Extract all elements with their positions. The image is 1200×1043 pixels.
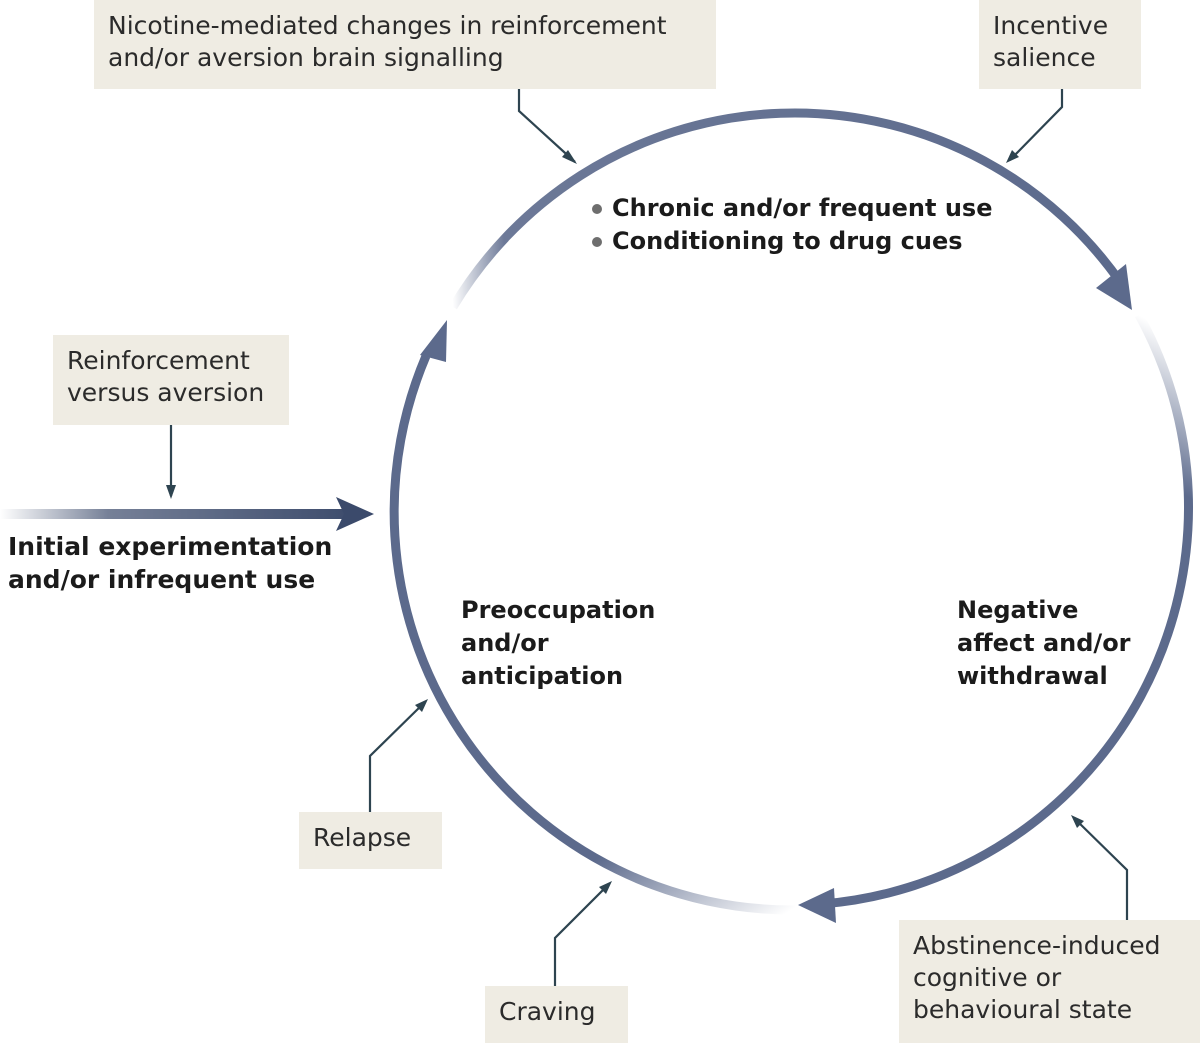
- stage-negative-line-2: affect and/or: [957, 629, 1131, 657]
- box-craving-line-1: Craving: [499, 997, 596, 1026]
- connector-incentive-arrowhead: [1006, 150, 1019, 163]
- box-incentive-salience: Incentive salience: [979, 0, 1141, 89]
- box-reinforcement-line-2: versus aversion: [67, 378, 265, 407]
- box-abstinence-line-3: behavioural state: [913, 995, 1133, 1024]
- connector-abstinence-arrowhead: [1071, 815, 1084, 828]
- bullet-dot: [592, 236, 602, 247]
- box-abstinence-state: Abstinence-induced cognitive or behaviou…: [899, 920, 1200, 1043]
- bullet-dot: [592, 203, 602, 214]
- connector-reinforcement-arrowhead: [166, 485, 176, 499]
- box-incentive-line-2: salience: [993, 43, 1096, 72]
- cycle-arrowhead-left: [420, 320, 447, 362]
- connector-incentive: [1009, 89, 1064, 161]
- bullet-text-chronic: Chronic and/or frequent use: [612, 194, 993, 222]
- cycle-arc-right: [821, 312, 1194, 909]
- entry-label-line-2: and/or infrequent use: [8, 565, 316, 594]
- cycle-arrowhead-bottom: [798, 888, 836, 923]
- stage-negative-line-1: Negative: [957, 596, 1079, 624]
- stage-preoccupation-line-2: and/or: [461, 629, 549, 657]
- box-relapse: Relapse: [299, 812, 442, 869]
- stage-negative-line-3: withdrawal: [957, 662, 1108, 690]
- connector-relapse-arrowhead: [415, 699, 428, 712]
- stage-preoccupation-line-1: Preoccupation: [461, 596, 656, 624]
- bullet-text-conditioning: Conditioning to drug cues: [612, 227, 963, 255]
- cycle-top-bullets: Chronic and/or frequent use Conditioning…: [592, 192, 992, 258]
- bullet-item-conditioning: Conditioning to drug cues: [592, 225, 992, 258]
- entry-label-line-1: Initial experimentation: [8, 532, 333, 561]
- cycle-arc-top: [449, 108, 1125, 310]
- connector-abstinence: [1073, 817, 1129, 920]
- box-nicotine-line-2: and/or aversion brain signalling: [108, 43, 504, 72]
- cycle-arc-left: [389, 354, 796, 915]
- box-nicotine-signalling: Nicotine-mediated changes in reinforceme…: [94, 0, 716, 89]
- box-reinforcement-aversion: Reinforcement versus aversion: [53, 335, 289, 425]
- box-reinforcement-line-1: Reinforcement: [67, 346, 250, 375]
- entry-arrow-shaft: [0, 509, 348, 519]
- box-abstinence-line-1: Abstinence-induced: [913, 931, 1161, 960]
- cycle-arrowhead-top-right: [1096, 264, 1132, 310]
- connector-nicotine-arrowhead: [562, 150, 577, 164]
- entry-arrowhead: [336, 497, 374, 531]
- stage-preoccupation: Preoccupation and/or anticipation: [461, 594, 655, 693]
- connector-nicotine: [517, 89, 576, 163]
- box-craving: Craving: [485, 986, 628, 1043]
- connector-relapse: [368, 701, 426, 812]
- bullet-item-chronic: Chronic and/or frequent use: [592, 192, 992, 225]
- box-incentive-line-1: Incentive: [993, 11, 1109, 40]
- stage-preoccupation-line-3: anticipation: [461, 662, 624, 690]
- connector-craving: [553, 883, 610, 986]
- box-relapse-line-1: Relapse: [313, 823, 412, 852]
- connector-craving-arrowhead: [599, 881, 612, 894]
- entry-label: Initial experimentation and/or infrequen…: [8, 530, 332, 596]
- box-nicotine-line-1: Nicotine-mediated changes in reinforceme…: [108, 11, 667, 40]
- stage-negative-affect: Negative affect and/or withdrawal: [957, 594, 1131, 693]
- box-abstinence-line-2: cognitive or: [913, 963, 1062, 992]
